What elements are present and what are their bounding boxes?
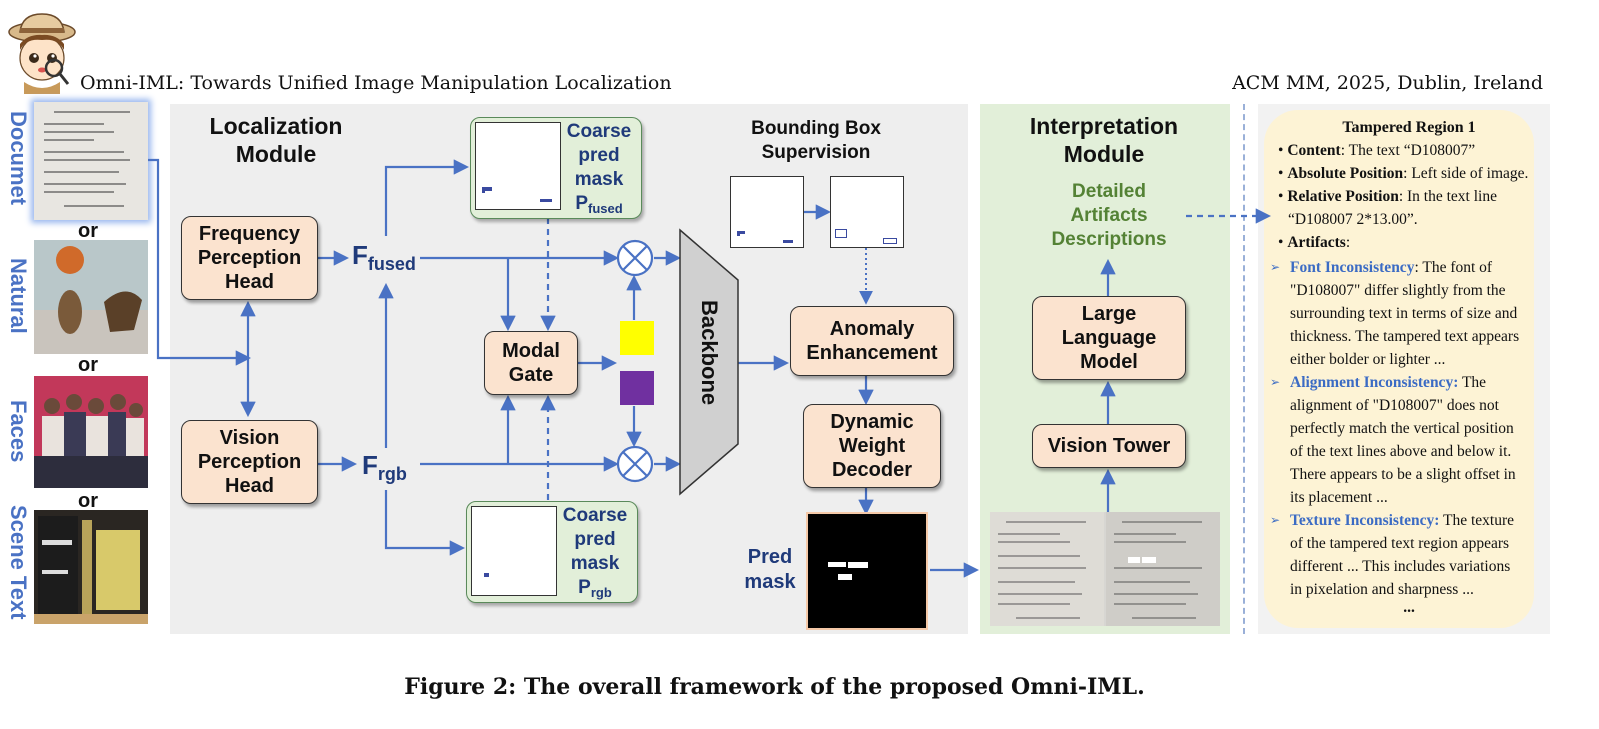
- figure-caption: Figure 2: The overall framework of the p…: [404, 674, 1145, 700]
- explorer-avatar-icon: [6, 10, 78, 94]
- coarse-mask-rgb-image: [471, 506, 557, 596]
- coarse-mask-fused-image: [475, 122, 561, 210]
- document-image: [34, 102, 148, 220]
- vision-tower: Vision Tower: [1032, 424, 1186, 468]
- triangle-bullet-icon: ➢: [1270, 375, 1281, 389]
- region-title: Tampered Region 1: [1342, 119, 1476, 136]
- paper-title: Omni-IML: Towards Unified Image Manipula…: [80, 72, 672, 94]
- region-card: [1264, 110, 1534, 628]
- input-label-document: Documet: [6, 111, 31, 206]
- input-label-scene-text: Scene Text: [6, 505, 31, 620]
- bbox-mask-image: [730, 176, 804, 248]
- divider: [1243, 104, 1245, 634]
- or-label: or: [78, 354, 98, 376]
- pred-mask-image: [806, 512, 928, 630]
- scene-text-image: [34, 510, 148, 624]
- backbone-label: Backbone: [697, 300, 722, 406]
- multiply-circle-icon: [616, 445, 654, 483]
- vision-input-image: [990, 512, 1220, 626]
- triangle-bullet-icon: ➢: [1270, 260, 1281, 274]
- region-description: Tampered Region 1 • Content: The text “D…: [1270, 116, 1540, 616]
- venue-label: ACM MM, 2025, Dublin, Ireland: [1232, 72, 1543, 94]
- faces-image: [34, 376, 148, 488]
- bbox-box-image: [830, 176, 904, 248]
- region-ellipsis: ...: [1403, 599, 1415, 616]
- purple-gate-weight: [620, 371, 654, 405]
- or-label: or: [78, 220, 98, 242]
- multiply-circle-icon: [616, 239, 654, 277]
- backbone-shape: [679, 228, 739, 496]
- input-label-faces: Faces: [6, 400, 31, 463]
- natural-image: [34, 240, 148, 354]
- input-label-natural: Natural: [6, 258, 31, 334]
- yellow-gate-weight: [620, 321, 654, 355]
- f-fused-label: Ffused: [352, 240, 416, 274]
- or-label: or: [78, 490, 98, 512]
- f-rgb-label: Frgb: [362, 450, 407, 484]
- triangle-bullet-icon: ➢: [1270, 513, 1281, 527]
